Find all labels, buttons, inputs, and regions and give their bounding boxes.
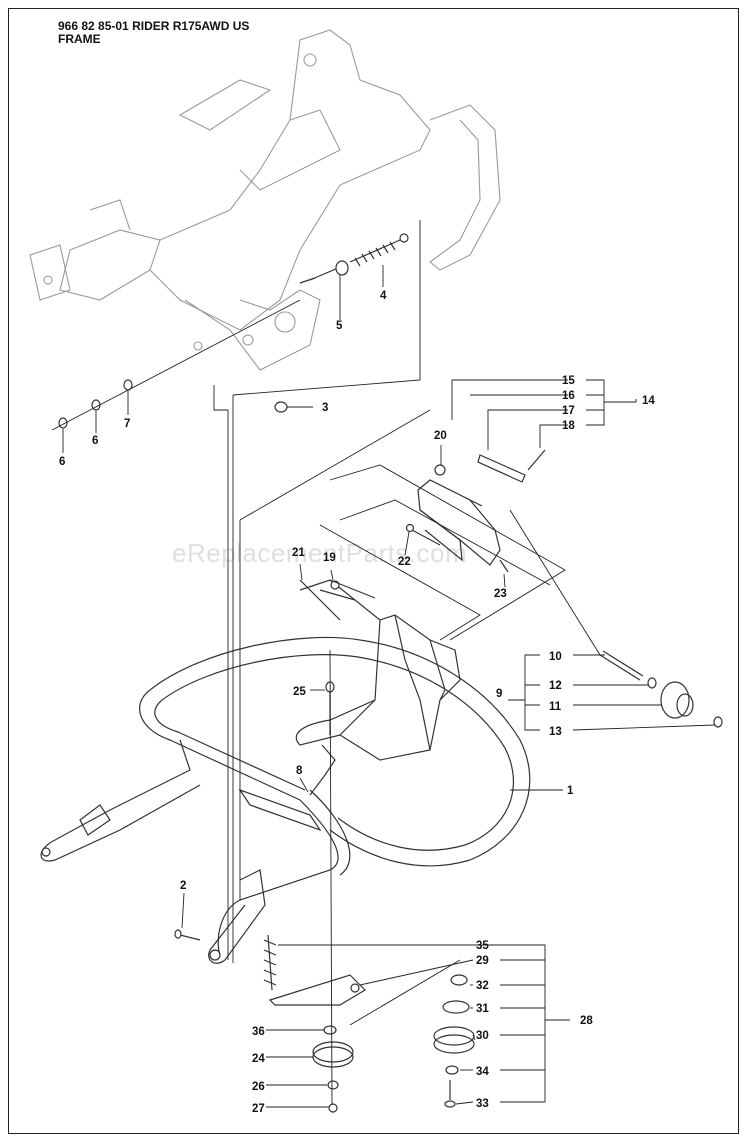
- callout-35: 35: [476, 940, 489, 952]
- title-model-line: 966 82 85-01 RIDER R175AWD US: [58, 19, 250, 33]
- ghost-rear-frame: [29, 29, 501, 371]
- callout-labels: 1 2 3 4 5 6 6 7 8 9 10 11 12 13 14 15 16…: [59, 290, 655, 1115]
- callout-14: 14: [642, 395, 655, 407]
- lower-pulley-assembly: [263, 934, 475, 1113]
- callout-31: 31: [476, 1003, 489, 1015]
- watermark-text: eReplacementParts.com: [172, 538, 468, 568]
- callout-6a: 6: [59, 456, 65, 468]
- roller-assembly: [599, 650, 723, 728]
- upper-bracket-assembly: [405, 449, 546, 573]
- callout-21: 21: [292, 547, 305, 559]
- callout-6b: 6: [92, 435, 98, 447]
- callout-25: 25: [293, 686, 306, 698]
- callout-24: 24: [252, 1053, 265, 1065]
- callout-19: 19: [323, 552, 336, 564]
- callout-10: 10: [549, 651, 562, 663]
- callout-13: 13: [549, 726, 562, 738]
- callout-22: 22: [398, 556, 411, 568]
- diagram-border: [8, 8, 739, 1134]
- callout-36: 36: [252, 1026, 265, 1038]
- callout-27: 27: [252, 1103, 265, 1115]
- callout-5: 5: [336, 320, 343, 332]
- callout-29: 29: [476, 955, 489, 967]
- callout-30: 30: [476, 1030, 489, 1042]
- callout-8: 8: [296, 765, 303, 777]
- callout-12: 12: [549, 680, 562, 692]
- callout-15: 15: [562, 375, 575, 387]
- leader-lines: [51, 220, 601, 1106]
- callout-23: 23: [494, 588, 507, 600]
- diagram-title: 966 82 85-01 RIDER R175AWD US FRAME: [58, 20, 249, 46]
- callout-26: 26: [252, 1081, 265, 1093]
- seat-bracket: [295, 579, 461, 761]
- title-section-line: FRAME: [58, 32, 101, 46]
- callout-32: 32: [476, 980, 489, 992]
- callout-34: 34: [476, 1066, 489, 1078]
- callout-16: 16: [562, 390, 575, 402]
- callout-2: 2: [180, 880, 186, 892]
- callout-1: 1: [567, 785, 574, 797]
- callout-7: 7: [124, 418, 130, 430]
- callout-9: 9: [496, 688, 502, 700]
- callout-4: 4: [380, 290, 387, 302]
- callout-28: 28: [580, 1015, 593, 1027]
- callout-33: 33: [476, 1098, 489, 1110]
- callout-18: 18: [562, 420, 575, 432]
- callout-3: 3: [322, 402, 328, 414]
- callout-20: 20: [434, 430, 447, 442]
- callout-leaders: [62, 265, 716, 1108]
- callout-11: 11: [549, 701, 562, 713]
- main-bumper-frame: [40, 636, 531, 964]
- callout-17: 17: [562, 405, 575, 417]
